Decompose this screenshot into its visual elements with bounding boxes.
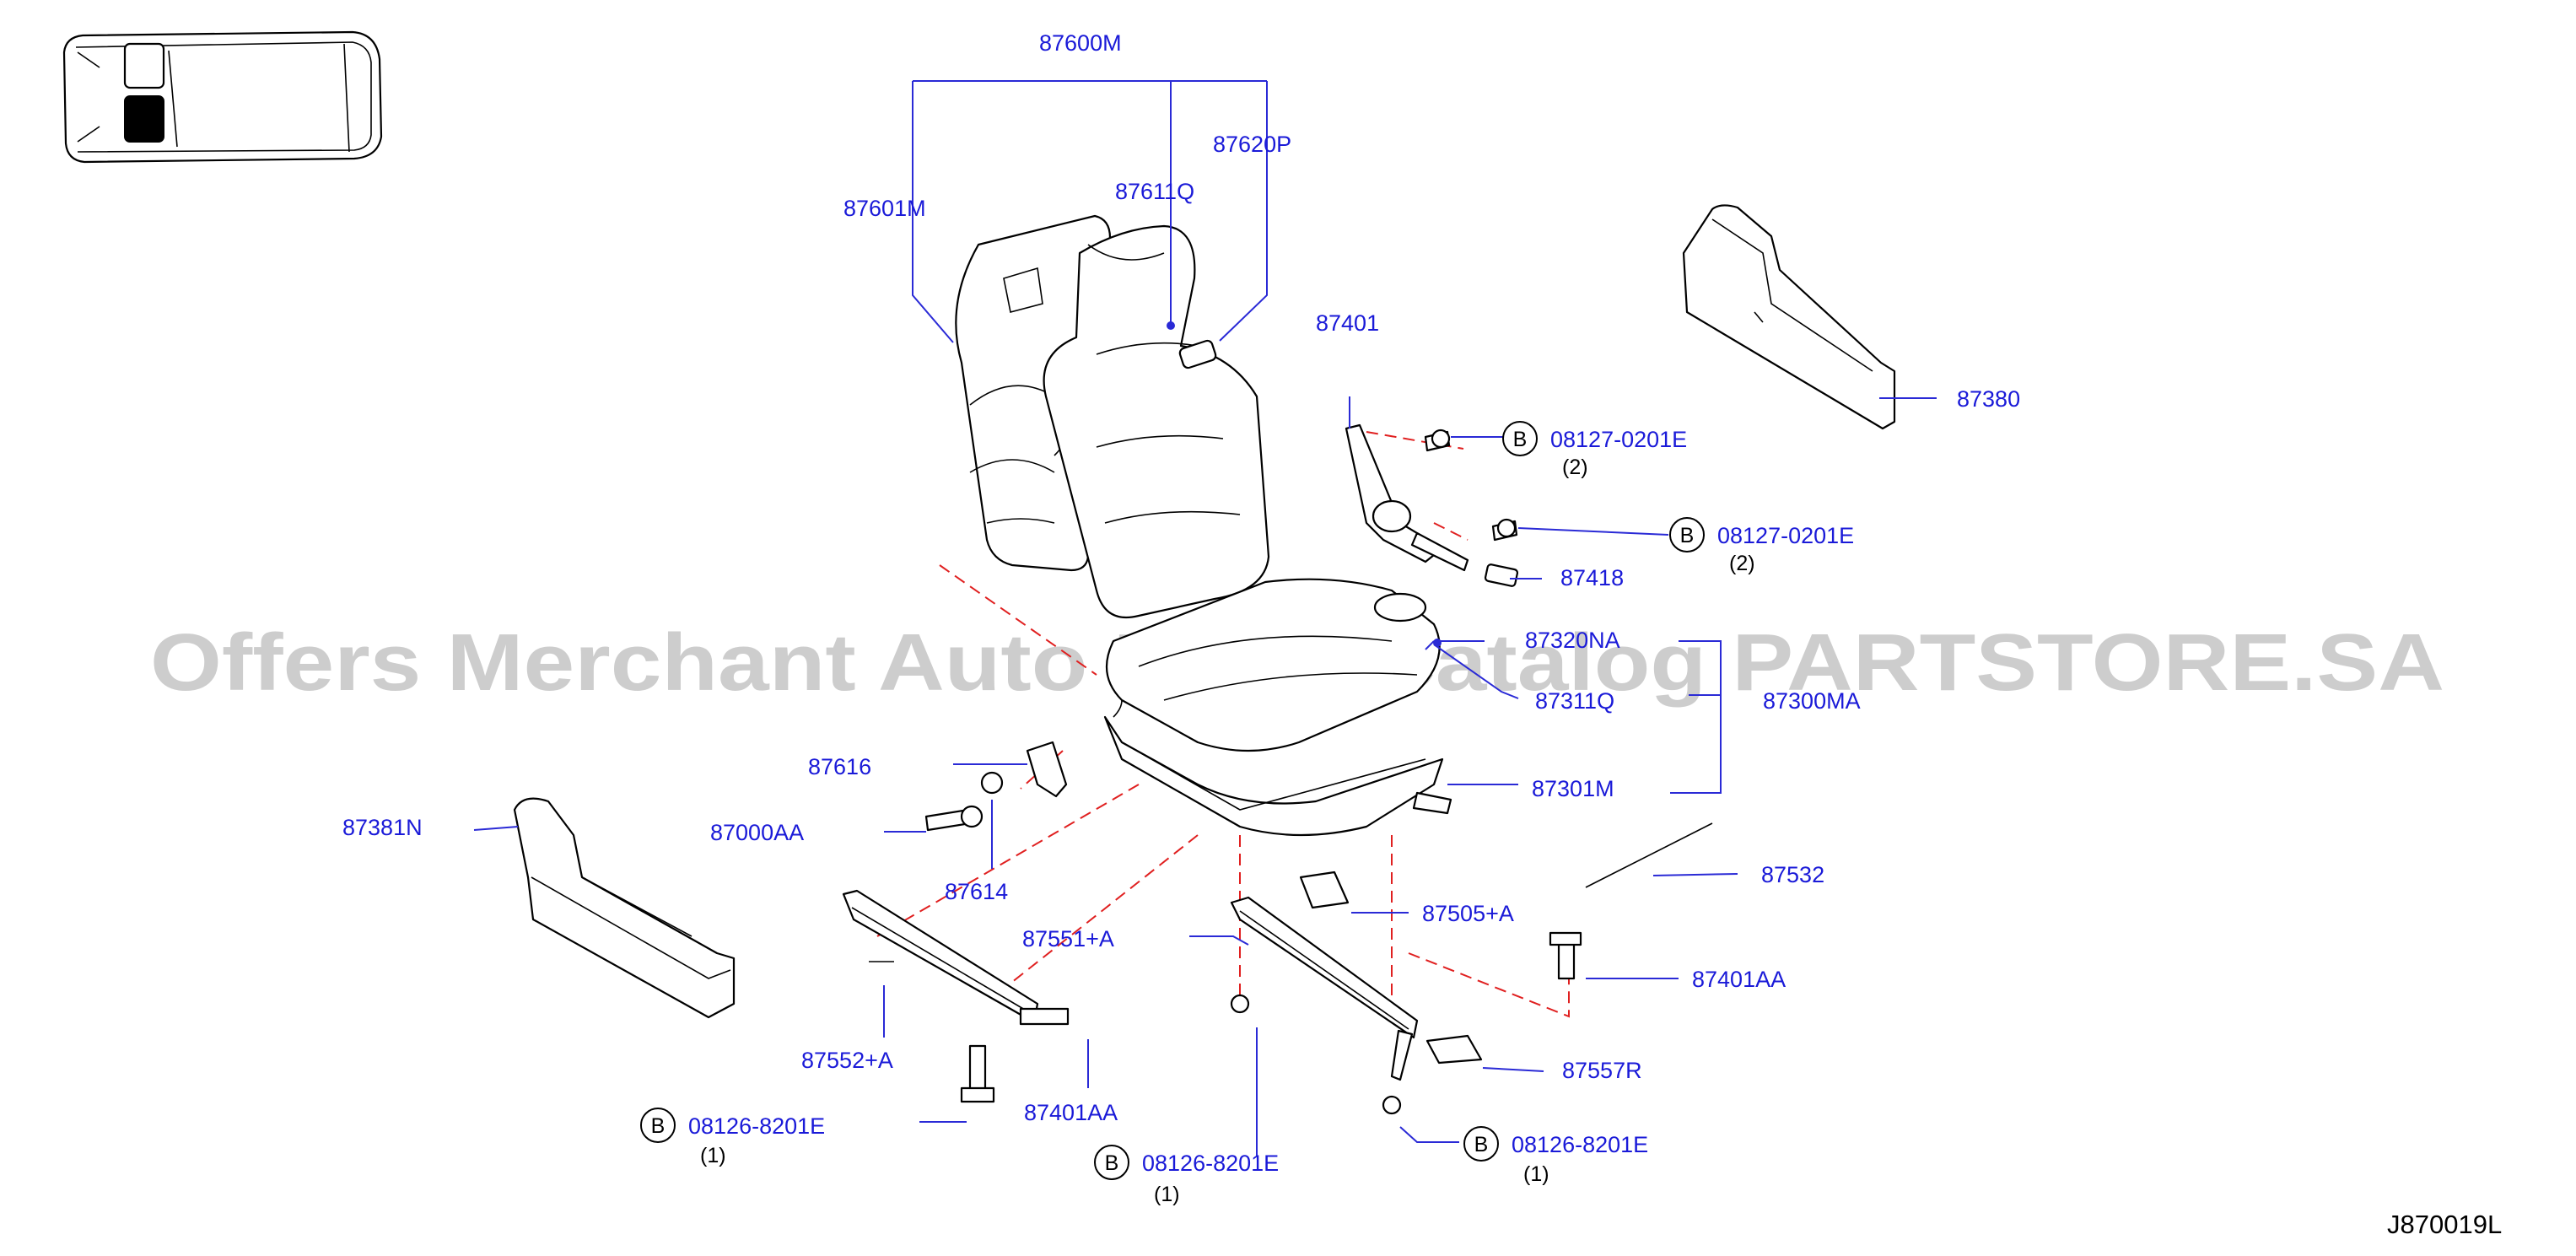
callout-87381N[interactable]: 87381N xyxy=(342,815,423,840)
callout-87600M[interactable]: 87600M xyxy=(1039,30,1122,56)
svg-text:B: B xyxy=(1474,1133,1489,1156)
callout-87611Q[interactable]: 87611Q xyxy=(1115,179,1194,204)
rail-bolts xyxy=(960,931,1582,1115)
svg-text:(1): (1) xyxy=(700,1144,726,1167)
callout-87300MA[interactable]: 87300MA xyxy=(1763,688,1861,714)
svg-text:08126-8201E: 08126-8201E xyxy=(1142,1151,1279,1176)
svg-text:(1): (1) xyxy=(1523,1162,1549,1186)
bolt-badge xyxy=(1502,421,1538,456)
callout-87401AA-right[interactable]: 87401AA xyxy=(1692,967,1786,992)
callout-87418[interactable]: 87418 xyxy=(1560,565,1624,590)
vehicle-locator-icon xyxy=(62,30,383,164)
bolt-callout-3[interactable]: B 08126-8201E (1) xyxy=(640,1108,825,1167)
bolt-badge xyxy=(1669,517,1705,553)
seat-back-cushion xyxy=(1043,224,1270,619)
svg-text:(2): (2) xyxy=(1729,552,1755,575)
callout-87551A[interactable]: 87551+A xyxy=(1022,926,1114,951)
callout-87601M[interactable]: 87601M xyxy=(843,196,926,221)
svg-text:08126-8201E: 08126-8201E xyxy=(688,1113,825,1139)
cushion-frame xyxy=(1103,699,1452,837)
callout-87505A[interactable]: 87505+A xyxy=(1422,901,1514,926)
release-lever xyxy=(1299,822,1713,1065)
callout-87320NA[interactable]: 87320NA xyxy=(1525,628,1620,653)
callout-87620P[interactable]: 87620P xyxy=(1213,132,1291,157)
side-cover-left xyxy=(513,797,736,1019)
seat-cushion xyxy=(1105,578,1441,752)
callout-87301M[interactable]: 87301M xyxy=(1532,776,1614,801)
callout-87532[interactable]: 87532 xyxy=(1761,862,1824,887)
svg-text:08127-0201E: 08127-0201E xyxy=(1550,427,1687,452)
bolt-callout-1[interactable]: B 08127-0201E (2) xyxy=(1502,421,1687,479)
bolt-callout-2[interactable]: B 08127-0201E (2) xyxy=(1669,517,1854,575)
callout-87557R[interactable]: 87557R xyxy=(1562,1058,1642,1083)
svg-text:08127-0201E: 08127-0201E xyxy=(1717,523,1854,548)
svg-text:B: B xyxy=(651,1114,666,1138)
callout-87311Q[interactable]: 87311Q xyxy=(1535,688,1614,714)
side-cover-right xyxy=(1682,204,1896,430)
recliner-bolts xyxy=(1424,429,1518,542)
seat-rail-left xyxy=(842,889,1039,1024)
bolt-callout-5[interactable]: B 08126-8201E (1) xyxy=(1463,1126,1648,1186)
svg-text:B: B xyxy=(1680,524,1695,547)
svg-text:08126-8201E: 08126-8201E xyxy=(1512,1132,1648,1157)
svg-text:(1): (1) xyxy=(1154,1183,1180,1206)
bolt-badge xyxy=(640,1108,676,1143)
bolt-badge xyxy=(1463,1126,1499,1162)
callout-87401[interactable]: 87401 xyxy=(1316,310,1379,336)
callout-87552A[interactable]: 87552+A xyxy=(801,1048,893,1073)
svg-text:B: B xyxy=(1105,1151,1119,1175)
callout-87380[interactable]: 87380 xyxy=(1957,386,2020,412)
callout-87614[interactable]: 87614 xyxy=(945,879,1008,904)
svg-text:B: B xyxy=(1513,428,1528,451)
bolt-callout-4[interactable]: B 08126-8201E (1) xyxy=(1094,1145,1279,1206)
svg-text:(2): (2) xyxy=(1562,456,1588,479)
bolt-callouts: B 08127-0201E (2) B 08127-0201E (2) B 08… xyxy=(640,421,1854,1206)
callout-87000AA[interactable]: 87000AA xyxy=(710,820,804,845)
callout-labels: 87600M 87620P 87611Q 87601M 87401 87380 … xyxy=(342,30,2020,1125)
bolt-badge xyxy=(1094,1145,1129,1180)
bracket-parts xyxy=(924,741,1068,832)
seat-rail-right xyxy=(1230,896,1419,1081)
callout-87616[interactable]: 87616 xyxy=(808,754,871,779)
leader-lines xyxy=(473,80,1937,1156)
diagram-code: J870019L xyxy=(2387,1210,2502,1239)
callout-87401AA-left[interactable]: 87401AA xyxy=(1024,1100,1118,1125)
